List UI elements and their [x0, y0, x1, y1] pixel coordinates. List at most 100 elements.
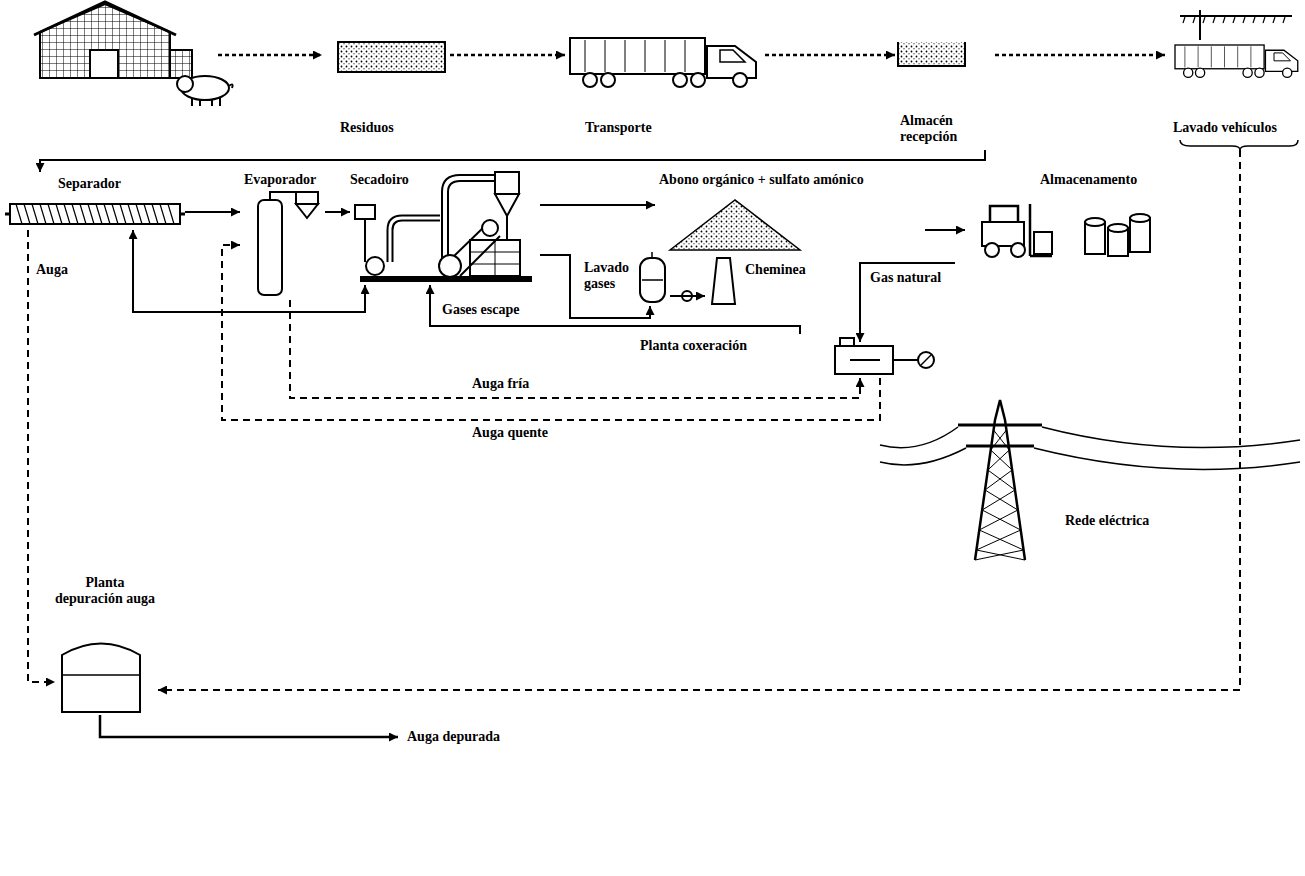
waste-station: Residuos — [330, 35, 450, 145]
flow-connector — [540, 255, 650, 318]
farm-barn — [170, 50, 192, 78]
screw-separator — [120, 204, 126, 224]
evaporator-column — [258, 200, 282, 295]
screw-separator — [5, 204, 185, 224]
dryer — [364, 219, 366, 262]
gas-scrubber-unit: Lavado gases — [580, 254, 670, 306]
flow-connector — [40, 150, 985, 172]
storage-area: Almacenamento — [965, 168, 1155, 263]
flow-connector — [995, 54, 1165, 57]
dryer — [506, 216, 508, 240]
dryer — [495, 172, 519, 194]
flow-connector — [185, 211, 240, 213]
chimney-unit: Cheminea — [705, 254, 820, 306]
power-tower — [982, 490, 1018, 510]
farm-barn — [90, 50, 118, 78]
power-tower — [975, 430, 1025, 560]
power-tower — [958, 425, 1042, 446]
flow-connector — [670, 295, 705, 297]
flow-label: Auga fría — [470, 376, 531, 392]
flow-connector — [540, 204, 655, 206]
barrels — [1130, 218, 1150, 252]
waste-pile — [338, 42, 445, 72]
flow-connector — [28, 230, 55, 682]
pig — [192, 84, 233, 106]
screw-separator — [32, 204, 38, 224]
water-treatment-tank — [62, 674, 140, 676]
output-label: Auga depurada — [405, 729, 502, 745]
screw-separator — [72, 204, 78, 224]
node-label: Evaporador — [244, 172, 316, 188]
flow-connector — [133, 230, 365, 312]
node-label: Lavado gases — [584, 260, 642, 292]
dryer — [390, 218, 440, 262]
transport-station: Transporte — [565, 30, 765, 145]
power-tower — [880, 427, 1300, 469]
fertiliser-product: Abono orgánico + sulfato amónico — [655, 168, 925, 250]
power-tower — [985, 470, 1015, 490]
node-label: Planta depuración auga — [55, 575, 155, 607]
water-treatment-tank — [62, 644, 140, 713]
farm-barn — [34, 2, 176, 35]
water-treatment-plant: Planta depuración auga — [55, 575, 158, 715]
screw-separator — [16, 204, 22, 224]
screw-separator — [5, 213, 185, 216]
gas-scrubber — [642, 252, 663, 280]
screw-separator — [136, 204, 142, 224]
flow-connector — [290, 300, 860, 398]
dryer — [355, 172, 532, 282]
flow-connector — [925, 229, 965, 231]
screw-separator — [10, 204, 180, 224]
dryer — [355, 205, 375, 219]
truck — [570, 38, 756, 87]
outflow-arrow — [100, 715, 398, 737]
node-label: Planta coxeración — [640, 338, 747, 354]
pig — [177, 76, 193, 92]
cogeneration-engine — [840, 338, 854, 346]
flow-connector — [430, 285, 800, 334]
forklift — [1034, 232, 1052, 254]
barrels — [1085, 218, 1105, 226]
screw-separator — [56, 204, 62, 224]
evaporator-column — [296, 192, 318, 204]
dryer — [366, 257, 384, 275]
dryer — [390, 218, 440, 262]
vehicle-wash: Lavado vehículos — [1165, 5, 1300, 150]
screw-separator — [16, 204, 174, 224]
forklift — [1011, 243, 1025, 257]
node-label: Secadoiro — [350, 172, 409, 188]
forklift — [985, 243, 999, 257]
washing-truck — [1180, 140, 1298, 150]
power-tower — [976, 530, 1023, 550]
screw-separator — [152, 204, 158, 224]
separator-unit: Separador — [5, 172, 185, 230]
washing-truck — [1175, 45, 1298, 77]
flow-connector — [325, 211, 350, 213]
reception-store: Almacén recepción — [895, 35, 995, 150]
screw-separator — [80, 204, 86, 224]
cogeneration-engine — [835, 346, 893, 374]
screw-separator — [48, 204, 54, 224]
flow-connector — [222, 245, 880, 420]
dryer-unit: Secadoiro — [350, 168, 540, 285]
forklift — [982, 204, 1052, 257]
gas-scrubber — [640, 252, 692, 302]
node-label: Almacén recepción — [900, 113, 988, 145]
washing-truck — [1183, 17, 1285, 23]
evaporator-column — [258, 192, 318, 295]
cogeneration-engine — [835, 338, 934, 374]
node-label: Residuos — [340, 120, 394, 136]
flow-label: Auga quente — [470, 425, 550, 441]
washing-truck — [1180, 10, 1292, 40]
barrels — [1085, 214, 1150, 256]
node-label: Separador — [58, 176, 121, 192]
dryer — [482, 220, 498, 236]
node-label: Lavado vehículos — [1173, 120, 1277, 136]
pig — [177, 76, 233, 106]
flow-connector — [765, 54, 895, 57]
barrels — [1130, 214, 1150, 222]
farm-barn — [34, 2, 192, 78]
fertiliser-pile — [670, 200, 800, 250]
power-grid: Rede eléctrica — [950, 395, 1210, 545]
